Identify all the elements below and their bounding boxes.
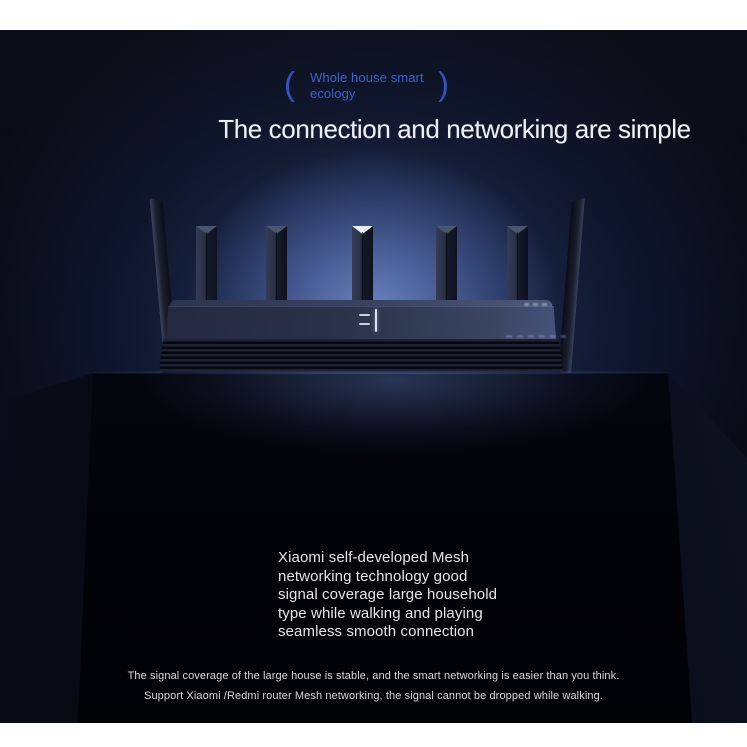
antenna-tip-glint [352,226,373,234]
logo-mark-icon [375,309,377,332]
antenna-prism-2 [266,226,287,306]
pedestal-light-sheen [78,373,692,723]
router-fin-stack [159,339,563,373]
antenna-tip [507,226,528,234]
status-led-row [506,335,566,338]
headline: The connection and networking are simple [218,114,691,144]
dark-stage: ( Whole house smart ecology ) The connec… [0,30,747,723]
router-top-surface [170,300,552,307]
antenna-prism-4 [436,226,457,306]
pedestal-top-rim [93,371,668,374]
antenna-prism-5 [507,226,528,306]
antenna-tip [436,226,457,234]
antenna-prism-center [352,226,373,306]
feature-text: Xiaomi self-developed Mesh networking te… [278,549,498,641]
antenna-tip [196,226,217,234]
antenna-tip [266,226,287,234]
logo-mark-icon [359,323,370,325]
antenna-blade-right [558,197,585,375]
pedestal-left-face [0,373,93,723]
arc-left-icon: ( [284,65,295,102]
engraving-mark [524,303,552,306]
logo-mark-icon [359,314,370,316]
arc-right-icon: ) [438,65,449,102]
router-scene [0,30,747,723]
badge-label: Whole house smart ecology [310,70,424,101]
pedestal-front-face [78,373,692,723]
footnote-text: The signal coverage of the large house i… [127,670,620,702]
antenna-prism-1 [196,226,217,306]
